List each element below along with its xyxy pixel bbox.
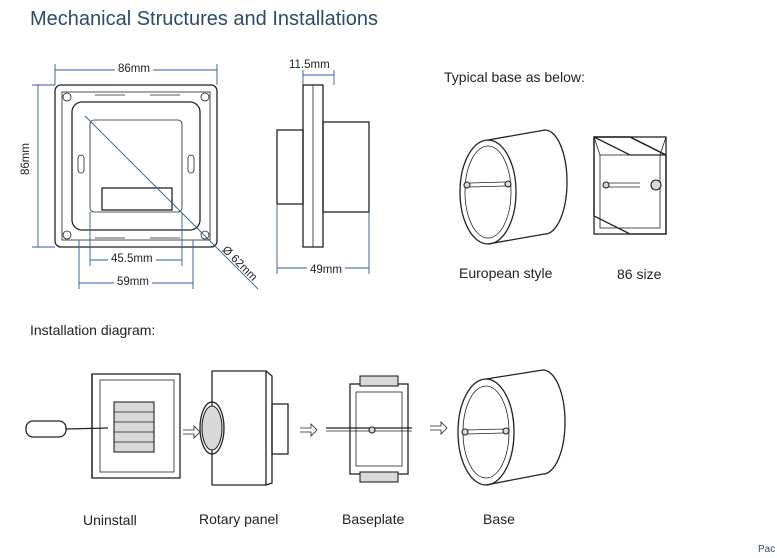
installation-heading: Installation diagram: xyxy=(30,322,156,338)
dim-width: 86mm xyxy=(115,63,153,75)
rotary-panel-drawing xyxy=(199,370,289,486)
step-label-rotary-panel: Rotary panel xyxy=(199,511,279,527)
dim-inner-a: 45.5mm xyxy=(108,253,156,265)
typical-base-heading: Typical base as below: xyxy=(444,69,585,85)
step-label-uninstall: Uninstall xyxy=(83,512,137,528)
dim-height: 86mm xyxy=(20,140,32,178)
dim-depth-top: 11.5mm xyxy=(289,59,330,71)
european-base-drawing xyxy=(459,129,568,245)
arrows xyxy=(183,421,448,439)
dim-inner-b: 59mm xyxy=(114,276,152,288)
page-title: Mechanical Structures and Installations xyxy=(30,8,378,30)
side-view xyxy=(276,70,370,274)
step-label-baseplate: Baseplate xyxy=(342,511,405,527)
dim-depth-bottom: 49mm xyxy=(307,264,345,276)
box-86-drawing xyxy=(593,136,667,235)
size-86-label: 86 size xyxy=(617,266,662,282)
base-drawing xyxy=(457,369,566,486)
european-style-label: European style xyxy=(459,265,553,281)
footer-text: Pac xyxy=(758,544,776,555)
baseplate-drawing xyxy=(326,375,412,483)
step-label-base: Base xyxy=(483,511,515,527)
uninstall-drawing xyxy=(25,373,181,479)
